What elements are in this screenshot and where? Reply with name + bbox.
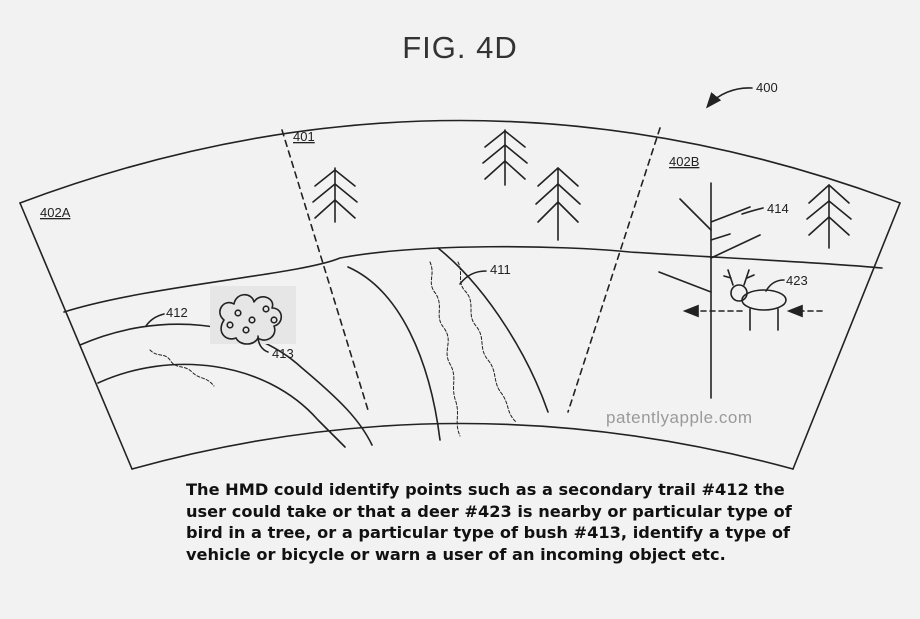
leader-400 (705, 87, 753, 109)
watermark: patentlyapple.com (606, 408, 753, 427)
tree-right (806, 184, 852, 249)
main-trail (347, 247, 549, 441)
label-402a: 402A (40, 205, 71, 220)
figure-title: FIG. 4D (402, 30, 518, 65)
caption-line: vehicle or bicycle or warn a user of an … (186, 544, 726, 564)
tree-center (535, 167, 581, 241)
caption-line: The HMD could identify points such as a … (186, 480, 785, 499)
label-413: 413 (272, 346, 294, 361)
secondary-trail (79, 323, 373, 448)
label-414: 414 (767, 201, 789, 216)
leader-414 (741, 207, 764, 215)
caption: The HMD could identify points such as a … (186, 479, 826, 565)
bare-tree (658, 182, 761, 399)
tree-left (312, 167, 358, 223)
label-401: 401 (293, 129, 315, 144)
label-412: 412 (166, 305, 188, 320)
label-411: 411 (490, 262, 511, 277)
label-423: 423 (786, 273, 808, 288)
panorama-bottom-arc (131, 422, 794, 470)
leader-412 (145, 313, 165, 327)
leader-411 (459, 270, 487, 285)
bush (210, 286, 296, 345)
horizon-line (63, 245, 883, 313)
panorama-right-edge (792, 202, 901, 470)
caption-line: bird in a tree, or a particular type of … (186, 523, 791, 542)
leader-413 (257, 335, 269, 353)
tree-center-tall (482, 129, 528, 186)
label-402b: 402B (669, 154, 699, 169)
caption-line: user could take or that a deer #423 is n… (186, 501, 792, 521)
leader-423 (765, 279, 785, 292)
panorama-left-edge (19, 202, 133, 470)
deer (723, 269, 787, 331)
label-400: 400 (756, 80, 778, 95)
panorama-top-arc (19, 119, 901, 204)
view-divider-left (281, 129, 369, 411)
view-divider-right (567, 127, 661, 413)
